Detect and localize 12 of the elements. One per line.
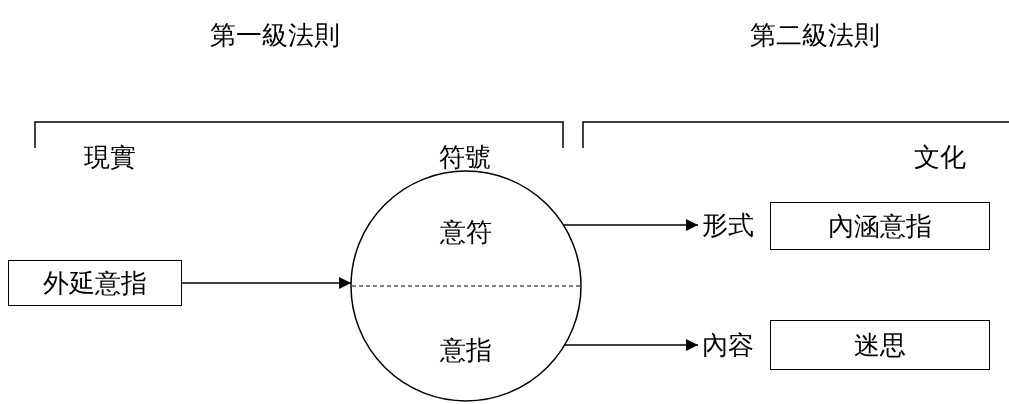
term-label: 內容 [702, 332, 754, 358]
arrow [181, 277, 352, 289]
heading-label: 現實 [84, 144, 136, 170]
term-label: 形式 [702, 212, 754, 238]
heading-label: 文化 [914, 144, 966, 170]
text-box: 內涵意指 [770, 202, 990, 250]
circle-text: 意符 [440, 219, 492, 245]
heading-label: 第一級法則 [210, 22, 340, 48]
text-box: 迷思 [770, 320, 990, 370]
circle-text: 意指 [440, 337, 492, 363]
text-box: 外延意指 [8, 260, 182, 306]
heading-label: 第二級法則 [750, 22, 880, 48]
